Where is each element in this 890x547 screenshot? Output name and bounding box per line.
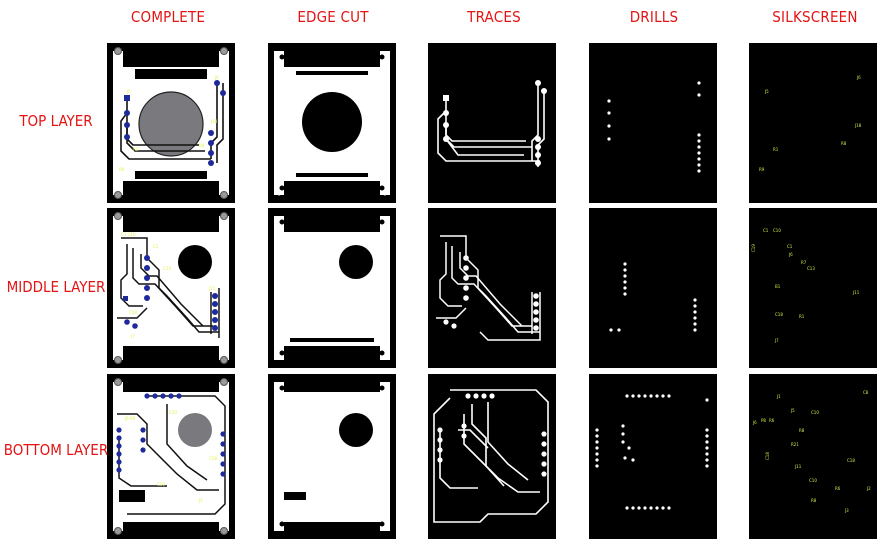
pcb-middle-silkscreen: C1 C10 C19 C1 J6 R7 C13 B1 J11 C18 R1 J7 — [749, 208, 877, 368]
pcb-top-drills — [589, 43, 717, 203]
svg-text:R9: R9 — [119, 167, 125, 172]
pcb-bottom-edge-cut — [268, 374, 396, 539]
svg-text:J6: J6 — [214, 75, 219, 80]
svg-text:J2: J2 — [198, 498, 203, 503]
svg-text:R8: R8 — [199, 143, 205, 148]
pcb-bottom-drills — [589, 374, 717, 539]
pcb-top-traces — [428, 43, 556, 203]
svg-text:C1: C1 — [153, 244, 159, 249]
svg-text:C18: C18 — [129, 310, 137, 315]
silk-label: R9 — [759, 167, 765, 172]
svg-text:J5: J5 — [126, 89, 131, 94]
silk-label: J2 — [866, 486, 871, 491]
silk-label: R21 — [791, 442, 799, 447]
silk-label: J11 — [852, 290, 860, 295]
silk-label: C1 — [787, 244, 793, 249]
row-heading-top-layer: TOP LAYER — [19, 112, 93, 130]
silk-label: J6 — [788, 252, 793, 257]
svg-text:J6 P8: J6 P8 — [124, 416, 135, 421]
silk-label: B1 — [775, 284, 781, 289]
silk-label: R8 — [799, 428, 805, 433]
svg-text:C13: C13 — [163, 266, 171, 271]
silk-label: R7 — [801, 260, 807, 265]
silk-label: R1 — [799, 314, 805, 319]
silk-label: C13 — [807, 266, 815, 271]
svg-text:C18: C18 — [209, 456, 217, 461]
silk-label: C19 — [751, 244, 756, 252]
svg-text:J7: J7 — [130, 334, 135, 339]
silk-label: J1 — [776, 394, 781, 399]
silk-label: R6 — [835, 486, 841, 491]
silk-label: J3 — [844, 508, 849, 513]
silk-label: C1 — [763, 228, 769, 233]
column-heading-edge-cut: EDGE CUT — [297, 8, 369, 26]
pcb-bottom-silkscreen: J1 J6 P8 R6 J5 C10 R8 C8 C18 R21 J11 C18… — [749, 374, 877, 539]
column-heading-silkscreen: SILKSCREEN — [772, 8, 858, 26]
silk-label: J6 — [856, 75, 861, 80]
column-heading-drills: DRILLS — [629, 8, 679, 26]
silk-label: R6 — [769, 418, 775, 423]
pcb-middle-drills — [589, 208, 717, 368]
silk-label: C18 — [765, 452, 770, 460]
svg-text:J18: J18 — [210, 119, 218, 124]
silk-label: C18 — [775, 312, 783, 317]
silk-label: P8 — [761, 418, 766, 423]
pcb-middle-traces — [428, 208, 556, 368]
silk-label: R8 — [841, 141, 847, 146]
silk-label: J11 — [794, 464, 802, 469]
column-heading-traces: TRACES — [467, 8, 521, 26]
silk-label: C18 — [847, 458, 855, 463]
svg-text:C10: C10 — [157, 482, 165, 487]
silk-label: J6 — [752, 420, 757, 425]
silk-label: C8 — [863, 390, 869, 395]
pcb-bottom-traces — [428, 374, 556, 539]
column-heading-complete: COMPLETE — [130, 8, 206, 26]
row-heading-bottom-layer: BOTTOM LAYER — [3, 441, 109, 459]
svg-text:J11: J11 — [208, 286, 216, 291]
pcb-top-silkscreen: J6 J5 J18 R1 R9 R8 — [749, 43, 877, 203]
silk-label: J5 — [764, 89, 769, 94]
silk-label: C10 — [773, 228, 781, 233]
silk-label: J5 — [790, 408, 795, 413]
pcb-top-edge-cut — [268, 43, 396, 203]
silk-label: R8 — [811, 498, 817, 503]
svg-text:C10: C10 — [169, 410, 177, 415]
silk-label: J7 — [774, 338, 779, 343]
svg-text:R1: R1 — [133, 147, 139, 152]
svg-text:C1 C10: C1 C10 — [121, 232, 136, 237]
row-heading-middle-layer: MIDDLE LAYER — [6, 278, 106, 296]
pcb-middle-edge-cut — [268, 208, 396, 368]
silk-label: C10 — [811, 410, 819, 415]
silk-label: C10 — [809, 478, 817, 483]
silk-label: R1 — [773, 147, 779, 152]
silk-label: J18 — [854, 123, 862, 128]
